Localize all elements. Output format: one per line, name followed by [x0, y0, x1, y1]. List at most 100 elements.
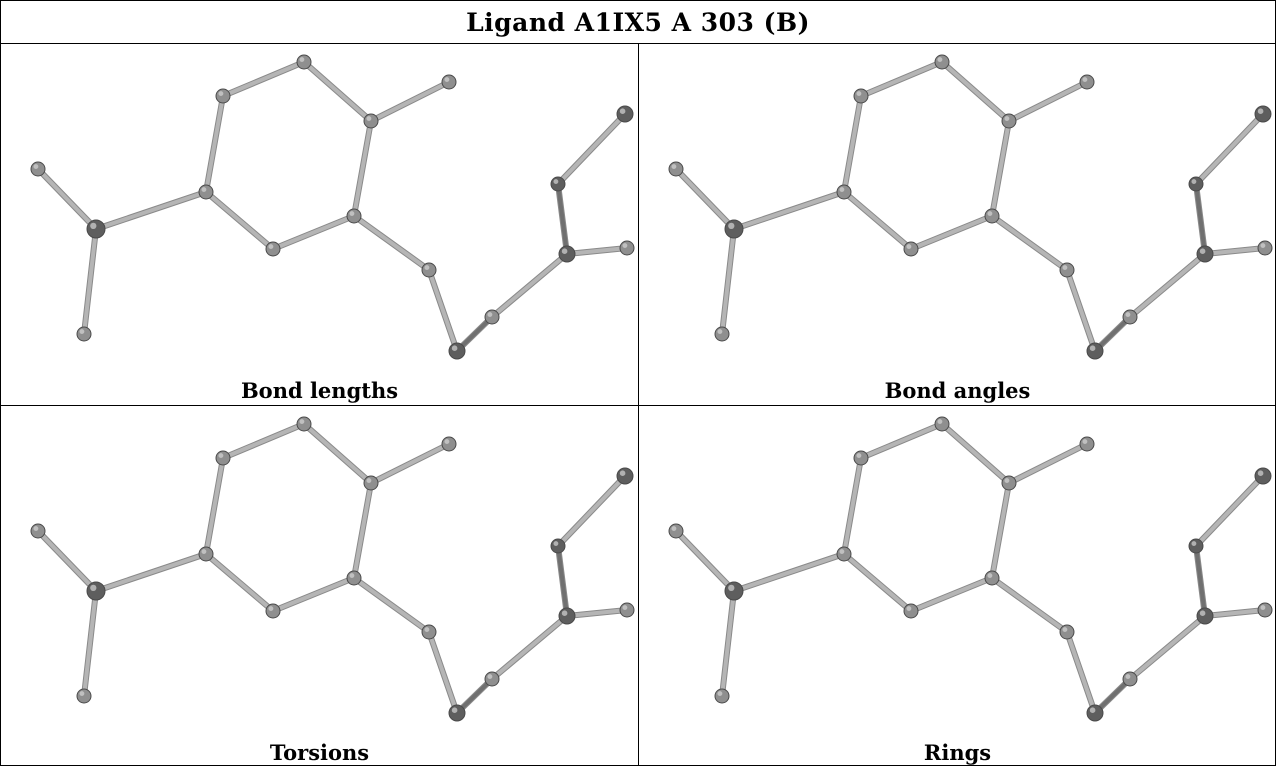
atom: [346, 208, 362, 224]
atom: [1254, 467, 1272, 485]
atom-highlight: [553, 179, 559, 184]
atom-highlight: [1089, 345, 1096, 352]
atom: [724, 219, 744, 239]
atom: [448, 342, 466, 360]
atom: [714, 688, 730, 704]
atom: [1001, 475, 1017, 491]
bond: [674, 529, 736, 593]
atom-highlight: [451, 707, 458, 713]
atom-highlight: [1062, 627, 1068, 632]
atom-highlight: [937, 419, 943, 424]
atom-highlight: [561, 610, 568, 616]
atom-highlight: [451, 345, 458, 352]
atom: [714, 326, 730, 342]
atom: [198, 546, 214, 562]
atom: [86, 581, 106, 601]
bond: [842, 456, 863, 556]
bond: [859, 60, 944, 98]
atom-highlight: [1199, 610, 1206, 616]
bond: [490, 614, 569, 681]
bond: [221, 422, 306, 460]
atom-highlight: [218, 91, 224, 96]
atom-highlight: [33, 526, 39, 531]
panel-caption: Bond lengths: [240, 378, 399, 403]
atom: [619, 602, 635, 618]
bond: [940, 60, 1011, 123]
bond: [990, 119, 1011, 218]
molecule-diagram: [30, 54, 635, 360]
bond: [82, 227, 98, 336]
atom: [484, 671, 500, 687]
bond: [82, 589, 98, 698]
bond: [204, 456, 225, 556]
bond: [1194, 474, 1265, 548]
atom: [1079, 436, 1095, 452]
bond: [732, 552, 846, 593]
bond: [859, 422, 944, 460]
atom-highlight: [717, 329, 723, 334]
atom: [296, 54, 312, 70]
atom-highlight: [201, 549, 207, 554]
atom-highlight: [444, 439, 450, 444]
atom: [550, 538, 566, 554]
atom-highlight: [1257, 108, 1264, 114]
atom-highlight: [987, 573, 993, 578]
atom-highlight: [1004, 478, 1010, 483]
atom: [346, 570, 362, 586]
bond: [674, 167, 736, 231]
atom: [441, 436, 457, 452]
bond: [94, 552, 208, 593]
atom: [1086, 342, 1104, 360]
panel-bond-lengths: Bond lengths: [1, 44, 638, 405]
bond: [720, 227, 736, 336]
bond: [302, 60, 373, 123]
bond: [204, 94, 225, 194]
bond: [1065, 268, 1097, 353]
atom: [421, 624, 437, 640]
bond: [352, 576, 431, 634]
atom-highlight: [444, 77, 450, 82]
atom-highlight: [1257, 470, 1264, 476]
atom-highlight: [622, 243, 628, 248]
atom: [484, 309, 500, 325]
bond: [909, 576, 994, 613]
bond: [1194, 112, 1265, 186]
atom-highlight: [1004, 116, 1010, 122]
bond: [369, 80, 451, 123]
bond: [1007, 442, 1089, 485]
atom: [903, 241, 919, 257]
atom: [1257, 602, 1273, 618]
atom: [441, 74, 457, 90]
bond: [369, 442, 451, 485]
bond: [94, 190, 208, 231]
atom: [1188, 538, 1204, 554]
atom-highlight: [619, 470, 626, 476]
bond: [352, 119, 373, 218]
atom: [1059, 624, 1075, 640]
bond: [565, 246, 629, 256]
bond: [842, 94, 863, 194]
atom: [934, 416, 950, 432]
atom-highlight: [717, 691, 723, 696]
atom-highlight: [1191, 541, 1197, 546]
bond: [556, 544, 569, 618]
atom: [1122, 671, 1138, 687]
atom: [1196, 607, 1214, 625]
atom-highlight: [201, 187, 207, 192]
atom-highlight: [671, 526, 677, 531]
atom: [903, 603, 919, 619]
atom: [668, 161, 684, 177]
atom-highlight: [79, 329, 85, 334]
atom: [1086, 704, 1104, 722]
bond: [271, 214, 356, 251]
atom-highlight: [671, 164, 677, 169]
atom-highlight: [906, 606, 912, 611]
bond: [990, 481, 1011, 580]
atom-highlight: [1199, 248, 1206, 254]
atom-highlight: [90, 222, 97, 230]
atom-highlight: [553, 541, 559, 546]
bond: [990, 576, 1069, 634]
bond: [556, 474, 627, 548]
atom-highlight: [937, 57, 943, 62]
